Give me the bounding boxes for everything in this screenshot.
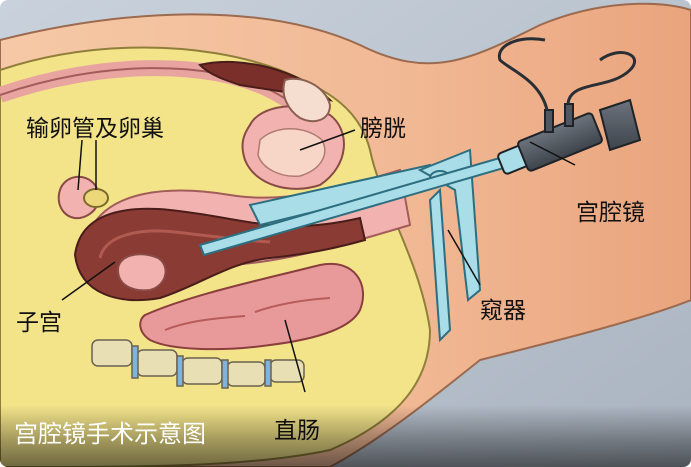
scope-cable-1 (497, 37, 549, 111)
label-uterus: 子宫 (16, 310, 62, 336)
rectum (139, 262, 365, 351)
label-fallopian-ovary: 输卵管及卵巢 (26, 116, 164, 142)
caption-bar: 宫腔镜手术示意图 (0, 405, 691, 467)
label-speculum: 窥器 (480, 298, 526, 324)
ovary (83, 188, 109, 208)
label-bladder: 膀胱 (360, 116, 406, 142)
spine (91, 339, 305, 389)
leader-lines (61, 129, 576, 393)
scope-body (497, 98, 642, 175)
cervix-knob (116, 253, 167, 292)
pubic-bone (282, 77, 332, 123)
label-hysteroscope: 宫腔镜 (576, 200, 645, 226)
scope-cable-2 (566, 51, 637, 105)
caption-text: 宫腔镜手术示意图 (14, 420, 206, 448)
